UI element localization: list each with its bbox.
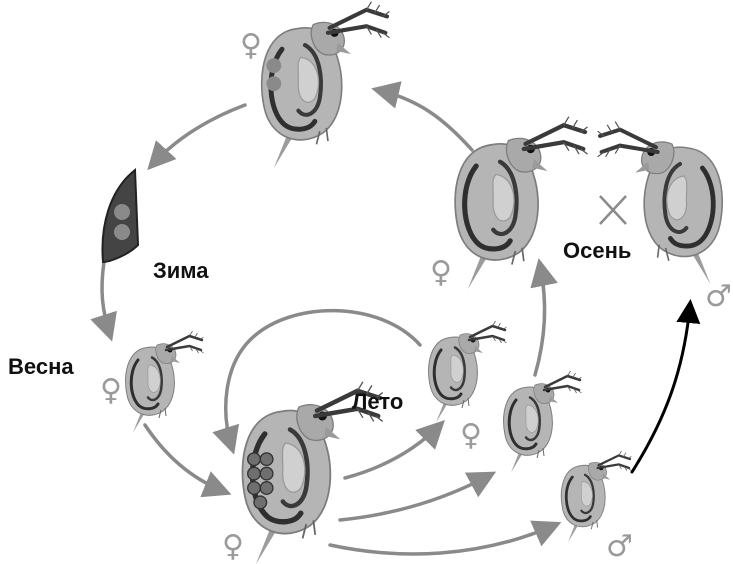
arrow-mother-to-female-2	[340, 475, 490, 520]
arrow-mother-to-female-1	[345, 425, 440, 478]
daphnia-female-autumn	[455, 117, 587, 290]
female-symbol-mother: ♀	[222, 529, 244, 564]
season-label-spring: Весна	[8, 354, 74, 379]
daphnia-female-top	[262, 2, 390, 168]
arrow-mother-to-male	[330, 525, 555, 554]
season-label-summer: Лето	[352, 389, 403, 414]
season-label-autumn: Осень	[563, 238, 631, 263]
daphnia-female-summer-1	[429, 321, 507, 423]
daphnia-female-summer-2	[504, 371, 582, 473]
mating-cross-icon	[600, 196, 626, 224]
arrow-top-to-winter	[152, 105, 245, 165]
male-symbol-autumn: ♂	[705, 279, 732, 314]
female-symbol-spring: ♀	[100, 373, 122, 408]
arrow-spring-to-summer	[145, 425, 225, 492]
female-symbol-autumn: ♀	[430, 255, 452, 290]
female-symbol-top: ♀	[240, 28, 262, 63]
ephippium	[102, 170, 138, 262]
arrow-male-to-autumn-male	[632, 305, 690, 472]
female-symbol-summer: ♀	[460, 418, 482, 453]
season-label-winter: Зима	[153, 258, 209, 283]
male-symbol-summer: ♂	[606, 529, 633, 564]
arrow-winter-to-spring	[102, 262, 110, 335]
arrow-summer-to-autumn	[535, 265, 545, 375]
daphnia-female-spring	[126, 331, 204, 433]
arrow-autumn-to-top	[378, 90, 472, 150]
